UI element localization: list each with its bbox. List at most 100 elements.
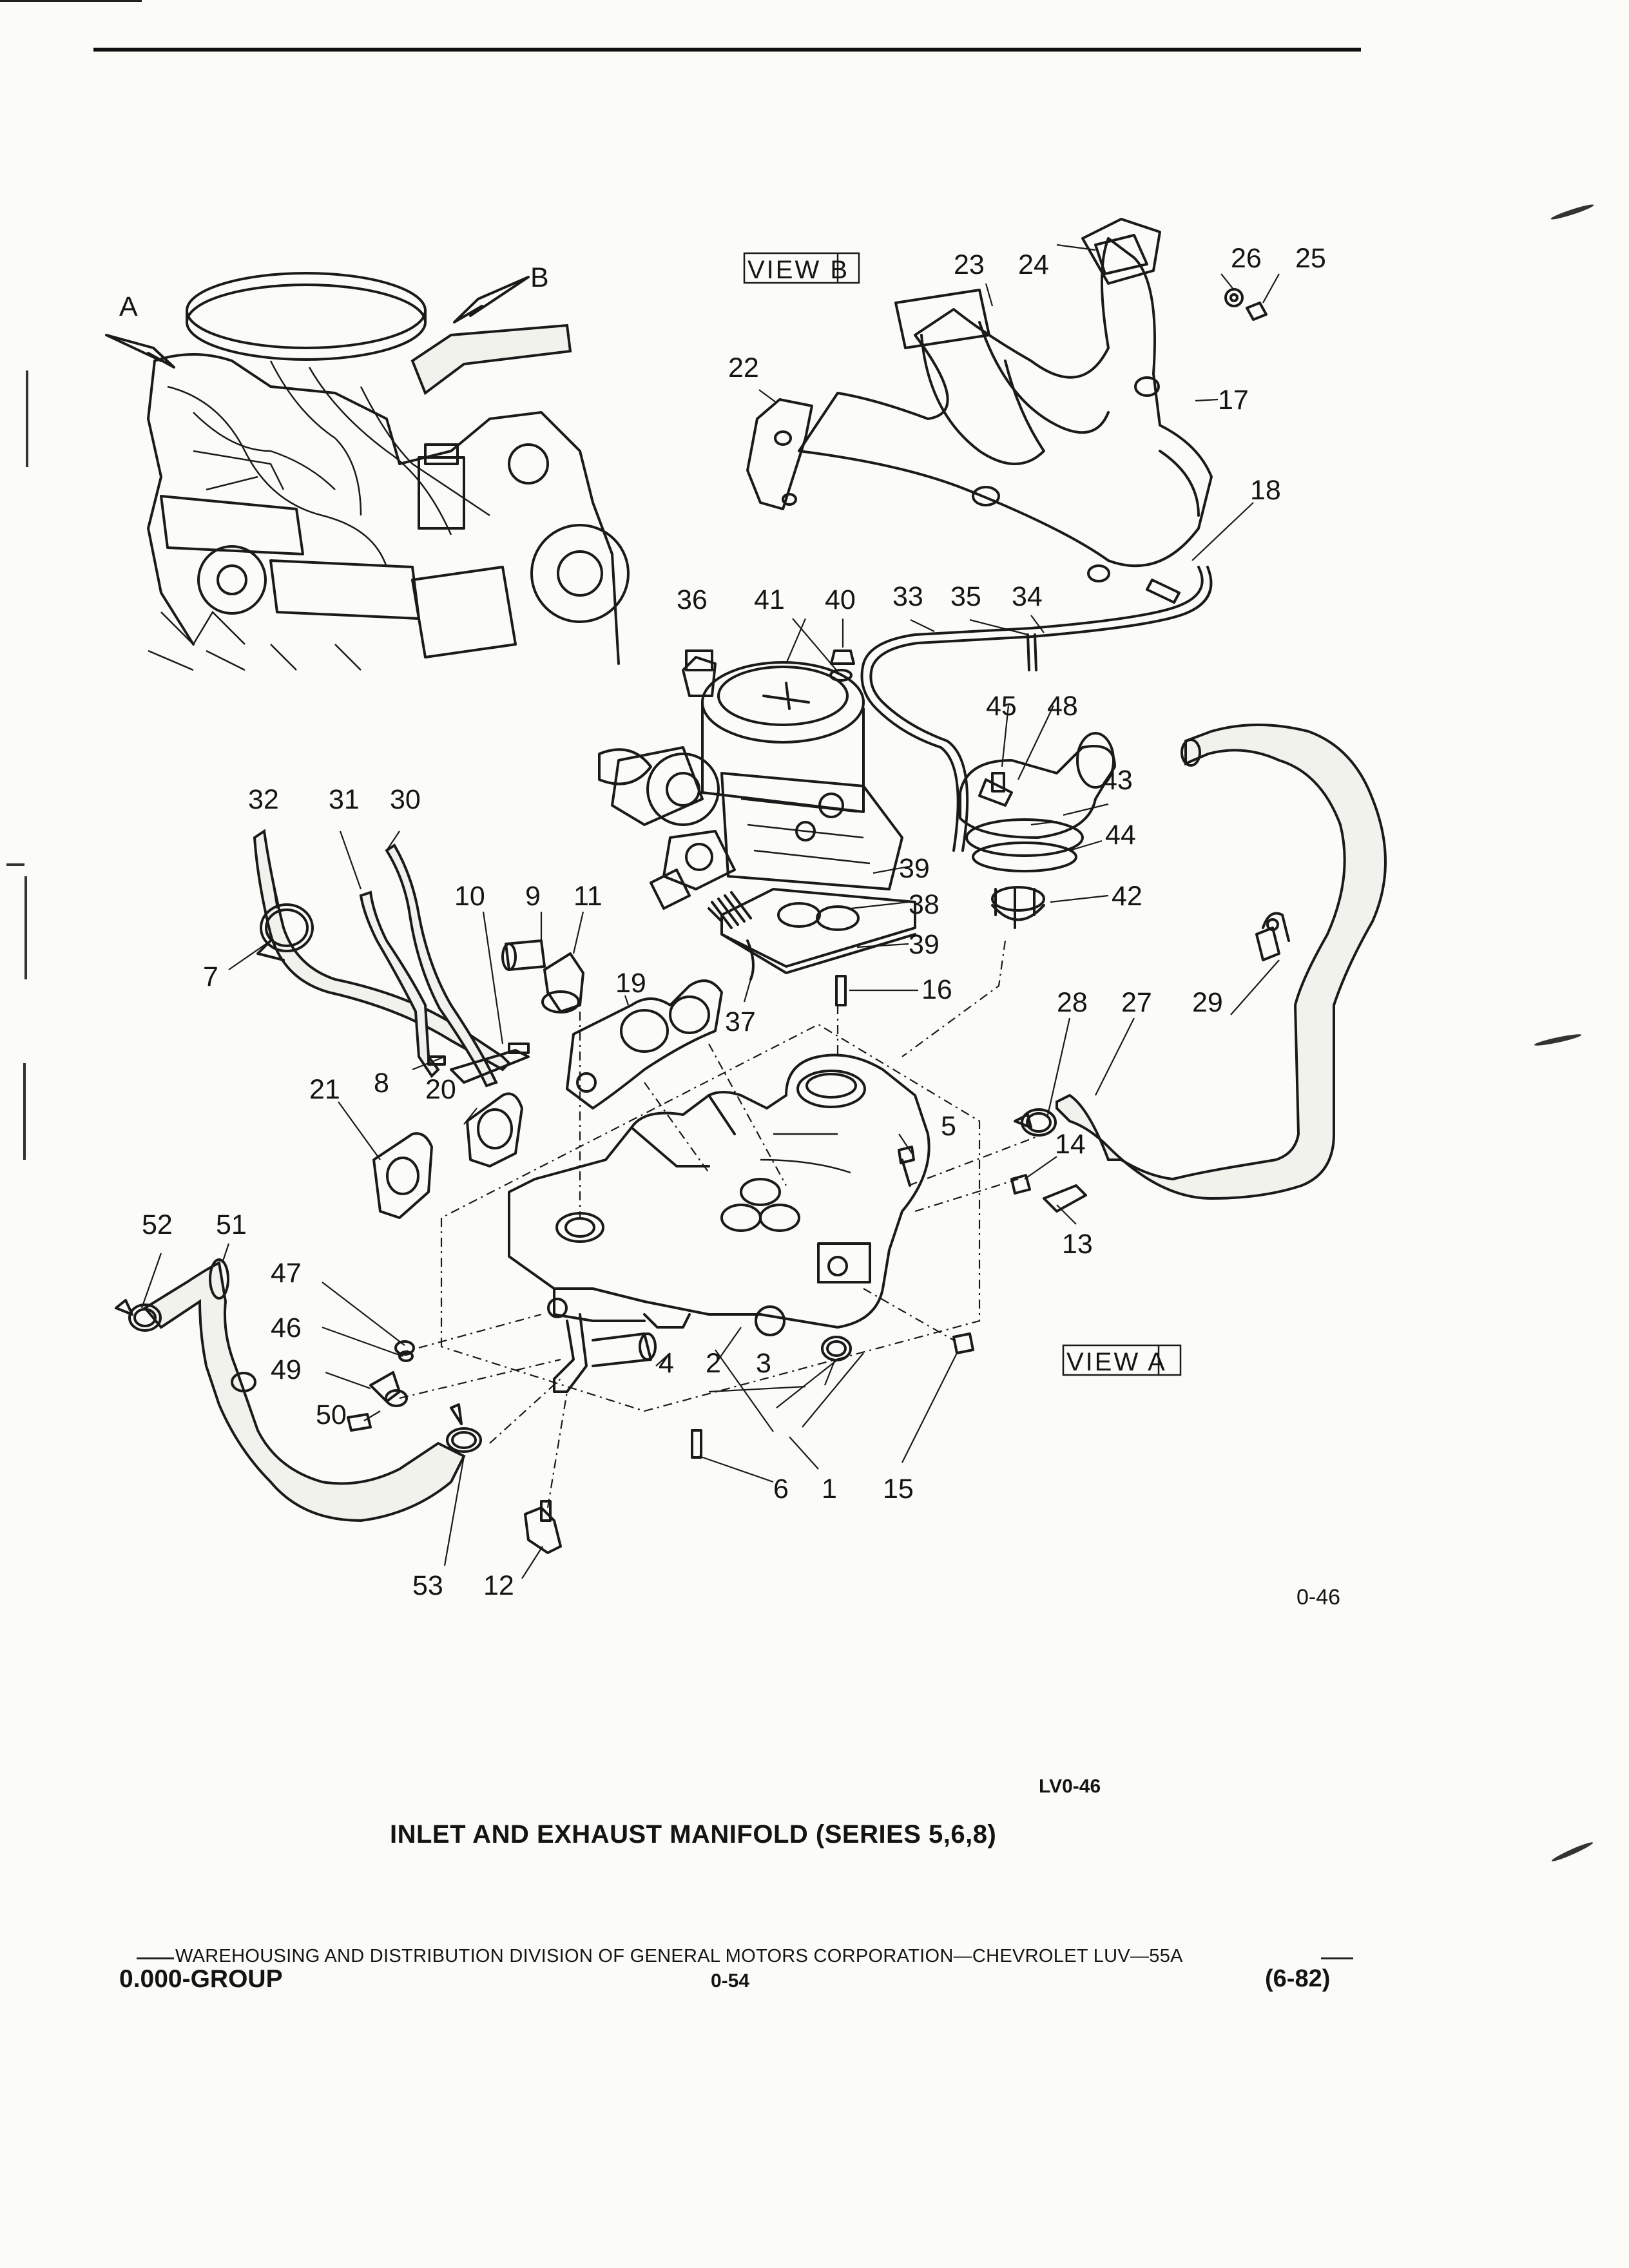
gasket-20	[466, 1092, 523, 1168]
view-b-box	[743, 252, 860, 284]
callout-29: 29	[1192, 987, 1223, 1018]
callout-6: 6	[773, 1474, 789, 1504]
callout-42: 42	[1112, 881, 1142, 912]
view-b-label: VIEW B	[747, 256, 849, 284]
callout-1: 1	[822, 1474, 837, 1504]
hose-clamp-53	[446, 1403, 482, 1453]
footer-group: 0.000-GROUP	[119, 1965, 283, 1993]
callout-51: 51	[216, 1209, 247, 1240]
callout-31: 31	[329, 784, 360, 815]
callout-26: 26	[1231, 243, 1262, 274]
callout-18: 18	[1250, 475, 1281, 506]
callout-30: 30	[390, 784, 421, 815]
footer-dash-left	[137, 1957, 174, 1959]
callout-5: 5	[941, 1111, 956, 1142]
pointer-a-label: A	[119, 291, 138, 322]
header-rule	[93, 48, 1361, 52]
callout-36: 36	[677, 584, 708, 615]
callout-45: 45	[986, 691, 1017, 722]
radiator-hose-27	[1055, 724, 1387, 1200]
hose-clamp-28	[1014, 1108, 1057, 1137]
callout-11: 11	[574, 881, 602, 912]
callout-50: 50	[316, 1399, 347, 1430]
carburetor	[598, 649, 916, 981]
callout-33: 33	[892, 581, 923, 612]
washer-41	[829, 669, 853, 682]
callout-9: 9	[525, 881, 541, 912]
callout-8: 8	[374, 1068, 389, 1099]
view-a-label: VIEW A	[1066, 1348, 1167, 1376]
callout-32: 32	[248, 784, 279, 815]
hose-fitting-11	[541, 952, 584, 1014]
callout-41: 41	[754, 584, 785, 615]
hose-51	[142, 1258, 466, 1523]
callout-35: 35	[950, 581, 981, 612]
scan-mark	[6, 863, 24, 866]
footer-dash-right	[1321, 1957, 1353, 1959]
diagram-title: INLET AND EXHAUST MANIFOLD (SERIES 5,6,8…	[390, 1820, 997, 1849]
callout-20: 20	[425, 1074, 456, 1105]
callout-23: 23	[954, 249, 985, 280]
callout-17: 17	[1218, 385, 1249, 416]
water-pipe-4	[553, 1313, 588, 1393]
callout-46: 46	[271, 1312, 302, 1343]
nut-40	[830, 649, 855, 665]
callout-53: 53	[412, 1570, 443, 1601]
view-a-box	[1062, 1344, 1182, 1376]
plug-15	[952, 1332, 974, 1354]
gasket-19	[566, 979, 723, 1110]
callout-13: 13	[1062, 1229, 1093, 1260]
pointer-b-label: B	[530, 262, 549, 293]
footer-date: (6-82)	[1265, 1965, 1331, 1992]
callout-44: 44	[1105, 820, 1136, 850]
callout-24: 24	[1018, 249, 1049, 280]
callout-37: 37	[725, 1006, 756, 1037]
callout-22: 22	[728, 352, 759, 383]
callout-48: 48	[1047, 691, 1078, 722]
stud-16	[835, 975, 847, 1006]
fitting-13	[1043, 1184, 1087, 1213]
figure-number: 0-46	[1296, 1585, 1341, 1610]
callout-52: 52	[142, 1209, 173, 1240]
view-a-boundary	[440, 1023, 981, 1412]
bracket-49	[369, 1371, 408, 1407]
callout-12: 12	[483, 1570, 514, 1601]
vacuum-pipe-assembly	[860, 566, 1213, 852]
hose-clamp-7	[256, 903, 314, 961]
callout-39b: 39	[909, 929, 940, 960]
callout-49: 49	[271, 1354, 302, 1385]
callout-38: 38	[909, 889, 940, 920]
callout-47: 47	[271, 1258, 302, 1289]
scan-mark	[26, 370, 28, 467]
thermostat-assembly	[959, 732, 1116, 929]
callout-2: 2	[706, 1348, 721, 1379]
callout-15: 15	[883, 1474, 914, 1504]
callout-3: 3	[756, 1348, 771, 1379]
vacuum-hoses	[253, 829, 530, 1088]
callout-27: 27	[1121, 987, 1152, 1018]
exhaust-manifold	[746, 218, 1268, 604]
engine-bay-illustration	[105, 272, 630, 671]
stud-6	[691, 1429, 702, 1459]
callout-10: 10	[454, 881, 485, 912]
hose-connector-9	[501, 939, 546, 971]
callout-25: 25	[1295, 243, 1326, 274]
footer-corporation: WAREHOUSING AND DISTRIBUTION DIVISION OF…	[175, 1946, 1183, 1966]
callout-21: 21	[309, 1074, 340, 1105]
callout-4: 4	[659, 1348, 674, 1379]
nut-47	[394, 1340, 415, 1356]
top-left-rule	[0, 0, 142, 2]
callout-14: 14	[1055, 1129, 1086, 1160]
callout-39a: 39	[899, 853, 930, 884]
nipple-12	[524, 1506, 562, 1554]
callout-34: 34	[1012, 581, 1043, 612]
figure-code: LV0-46	[1039, 1776, 1101, 1797]
plug-14	[1010, 1174, 1031, 1195]
gasket-21	[372, 1132, 433, 1219]
callout-7: 7	[203, 961, 218, 992]
callout-16: 16	[921, 974, 952, 1005]
callout-28: 28	[1057, 987, 1088, 1018]
bolt-50	[347, 1413, 372, 1432]
hose-clamp-52	[115, 1299, 162, 1332]
scan-mark	[23, 1063, 26, 1160]
